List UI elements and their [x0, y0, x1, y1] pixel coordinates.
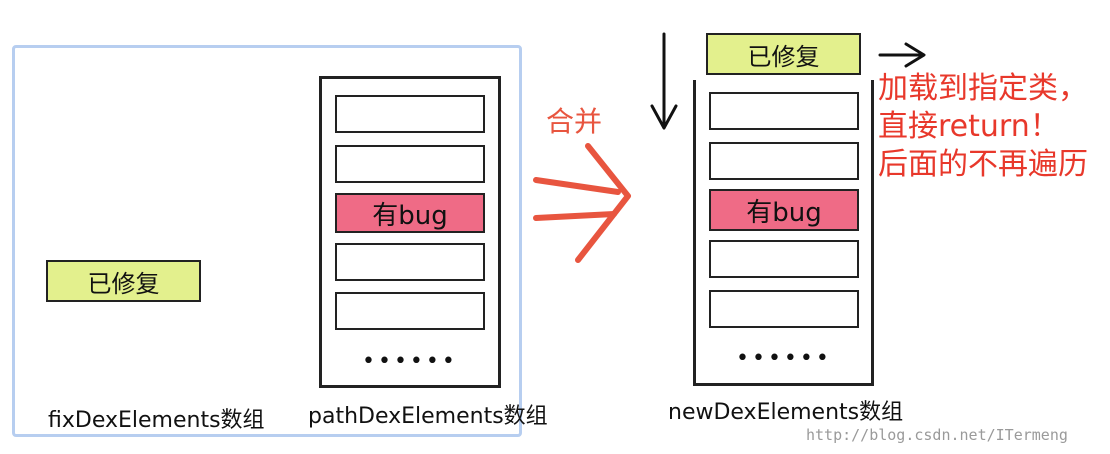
fix-dex-elements-frame	[12, 45, 522, 437]
bug-element-label: 有bug	[372, 200, 448, 231]
annotation-line: 直接return！	[878, 109, 1060, 144]
fixed-element-box: 已修复	[46, 260, 201, 302]
bug-element-label-merged: 有bug	[746, 197, 822, 228]
fixed-element-label-merged: 已修复	[747, 42, 820, 71]
path-dex-elements-caption: pathDexElements数组	[308, 404, 548, 429]
bug-element-slot: 有bug	[335, 193, 485, 233]
array-slot	[335, 243, 485, 281]
array-slot	[709, 92, 859, 130]
right-arrow-icon	[878, 42, 926, 68]
array-slot	[335, 292, 485, 330]
watermark-url: http://blog.csdn.net/ITermeng	[806, 426, 1068, 444]
fixed-element-label: 已修复	[87, 269, 160, 298]
array-slot	[335, 95, 485, 133]
array-slot	[709, 142, 859, 180]
array-slot	[709, 240, 859, 278]
array-slot	[709, 290, 859, 328]
fix-dex-elements-caption: fixDexElements数组	[48, 408, 265, 433]
new-dex-elements-caption: newDexElements数组	[668, 400, 904, 425]
array-slot	[335, 145, 485, 183]
annotation-line: 后面的不再遍历	[878, 147, 1088, 182]
bug-element-slot-merged: 有bug	[709, 189, 859, 231]
merge-arrow-icon	[533, 143, 631, 263]
merge-label: 合并	[546, 105, 603, 138]
more-elements-ellipsis: ••••••	[362, 349, 458, 374]
down-arrow-icon	[650, 32, 678, 130]
annotation-note: 加载到指定类， 直接return！ 后面的不再遍历	[878, 70, 1088, 184]
fixed-element-box-merged: 已修复	[706, 33, 861, 75]
new-dex-elements-array: 有bug ••••••	[693, 80, 874, 386]
path-dex-elements-array: 有bug ••••••	[319, 76, 501, 388]
annotation-line: 加载到指定类，	[878, 71, 1088, 106]
more-elements-ellipsis: ••••••	[736, 346, 832, 371]
